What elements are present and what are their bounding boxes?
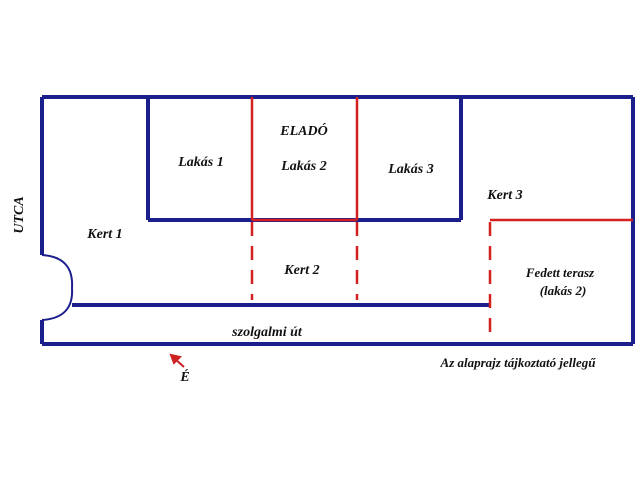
service-road-label: szolgalmi út bbox=[231, 325, 303, 340]
garden-partitions bbox=[250, 222, 492, 342]
garden-1-label: Kert 1 bbox=[86, 227, 122, 242]
gate-leaf-upper bbox=[41, 254, 74, 289]
north-arrow-icon bbox=[169, 353, 185, 368]
apartment-3-label: Lakás 3 bbox=[387, 162, 434, 177]
terrace-label-line1: Fedett terasz bbox=[525, 265, 595, 280]
garden-2-label: Kert 2 bbox=[283, 263, 319, 278]
outer-walls bbox=[40, 95, 635, 346]
north-arrow-head bbox=[169, 353, 182, 365]
gate-leaf-lower bbox=[41, 287, 74, 321]
street-label: UTCA bbox=[12, 196, 27, 233]
garden-3-label: Kert 3 bbox=[486, 188, 522, 203]
double-door-gate-icon bbox=[41, 254, 74, 321]
disclaimer-note: Az alaprajz tájkoztató jellegű bbox=[440, 355, 597, 370]
terrace-label-line2: (lakás 2) bbox=[540, 283, 587, 298]
for-sale-label: ELADÓ bbox=[279, 122, 327, 139]
north-label: É bbox=[179, 368, 189, 385]
apartment-1-label: Lakás 1 bbox=[177, 155, 224, 170]
apartment-partitions bbox=[250, 97, 633, 222]
apartment-2-label: Lakás 2 bbox=[280, 159, 327, 174]
